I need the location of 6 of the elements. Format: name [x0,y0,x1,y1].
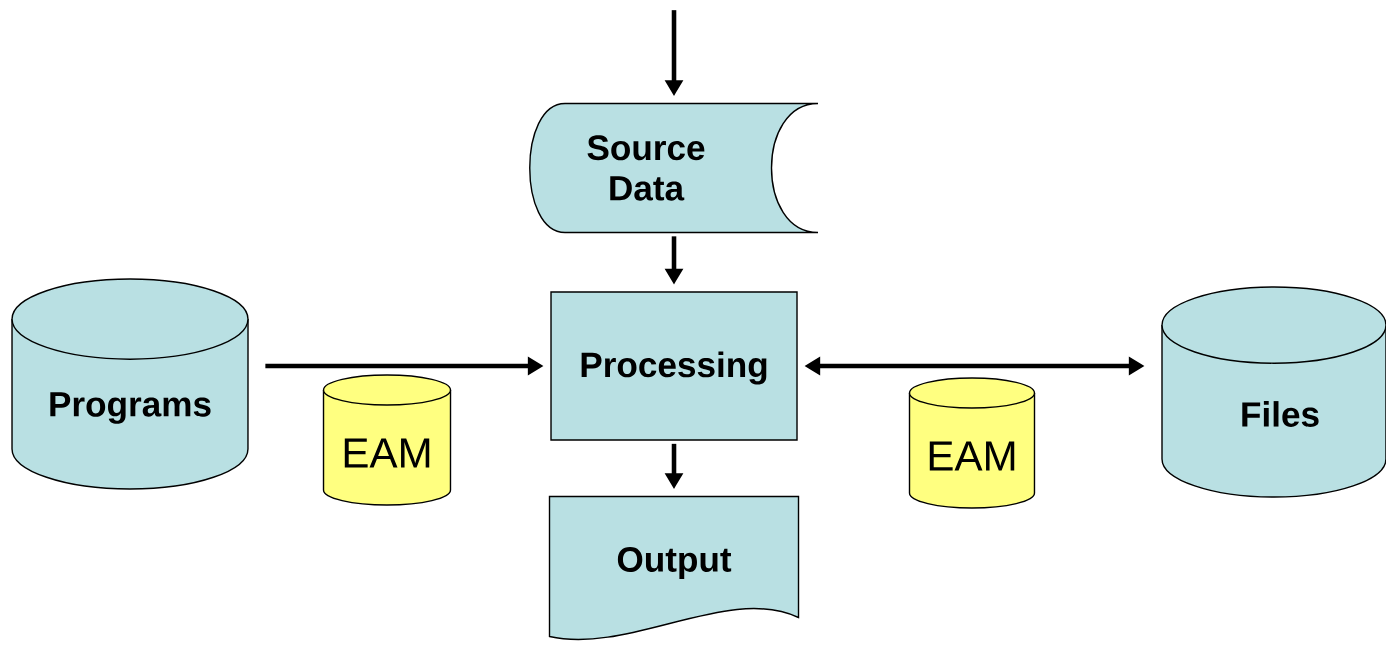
database-cylinder: EAM [322,374,452,506]
process-box: Processing [550,291,798,441]
database-cylinder: EAM [908,377,1036,509]
database-cylinder: Files [1161,286,1386,498]
database-cylinder: Programs [11,278,249,490]
stored-data-shape: Source Data [529,102,819,234]
